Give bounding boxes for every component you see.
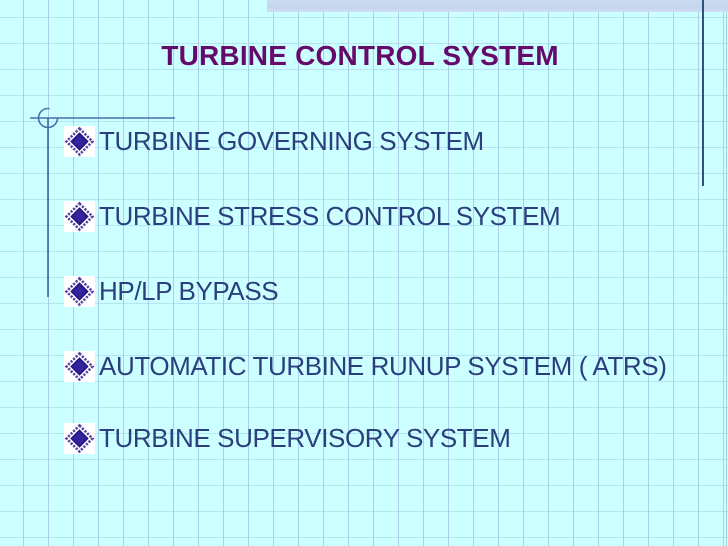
diamond-bullet-icon — [64, 350, 95, 382]
compass-ornament-icon — [30, 107, 175, 297]
bullet-item: HP/LP BYPASS — [64, 274, 279, 308]
diamond-bullet-icon — [64, 200, 95, 232]
right-vertical-line-decoration — [702, 0, 704, 186]
bullet-item: TURBINE GOVERNING SYSTEM — [64, 124, 484, 158]
bullet-label: HP/LP BYPASS — [99, 275, 279, 306]
bullet-item: TURBINE SUPERVISORY SYSTEM — [64, 421, 511, 455]
slide-title: TURBINE CONTROL SYSTEM — [161, 40, 559, 71]
diamond-bullet-icon — [64, 125, 95, 157]
bullet-label: TURBINE SUPERVISORY SYSTEM — [99, 422, 511, 453]
bullet-label: TURBINE GOVERNING SYSTEM — [99, 125, 484, 156]
bullet-item: AUTOMATIC TURBINE RUNUP SYSTEM ( ATRS) — [64, 349, 667, 383]
diamond-bullet-icon — [64, 422, 95, 454]
bullet-label: TURBINE STRESS CONTROL SYSTEM — [99, 200, 561, 231]
bullet-item: TURBINE STRESS CONTROL SYSTEM — [64, 199, 561, 233]
top-band-decoration — [267, 0, 728, 12]
diamond-bullet-icon — [64, 275, 95, 307]
bullet-label: AUTOMATIC TURBINE RUNUP SYSTEM ( ATRS) — [99, 350, 667, 381]
